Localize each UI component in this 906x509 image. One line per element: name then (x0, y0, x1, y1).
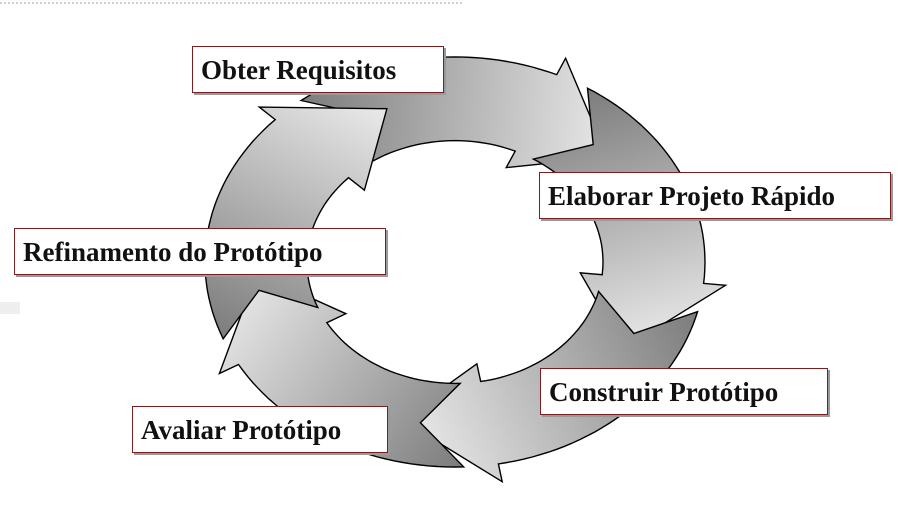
step-obter-requisitos: Obter Requisitos (192, 46, 444, 93)
step-label-elaborar-projeto-rapido: Elaborar Projeto Rápido (548, 181, 835, 211)
step-label-construir-prototipo: Construir Protótipo (549, 377, 779, 407)
left-edge-mark (0, 302, 20, 314)
step-label-obter-requisitos: Obter Requisitos (201, 55, 397, 85)
step-refinamento-do-prototipo: Refinamento do Protótipo (14, 228, 386, 275)
step-label-avaliar-prototipo: Avaliar Protótipo (141, 415, 342, 445)
step-elaborar-projeto-rapido: Elaborar Projeto Rápido (539, 172, 891, 219)
top-dotted-rule (0, 2, 462, 4)
cycle-arrow-avaliar (218, 272, 466, 468)
step-construir-prototipo: Construir Protótipo (540, 368, 828, 415)
step-avaliar-prototipo: Avaliar Protótipo (132, 406, 388, 453)
step-label-refinamento-do-prototipo: Refinamento do Protótipo (23, 237, 323, 267)
